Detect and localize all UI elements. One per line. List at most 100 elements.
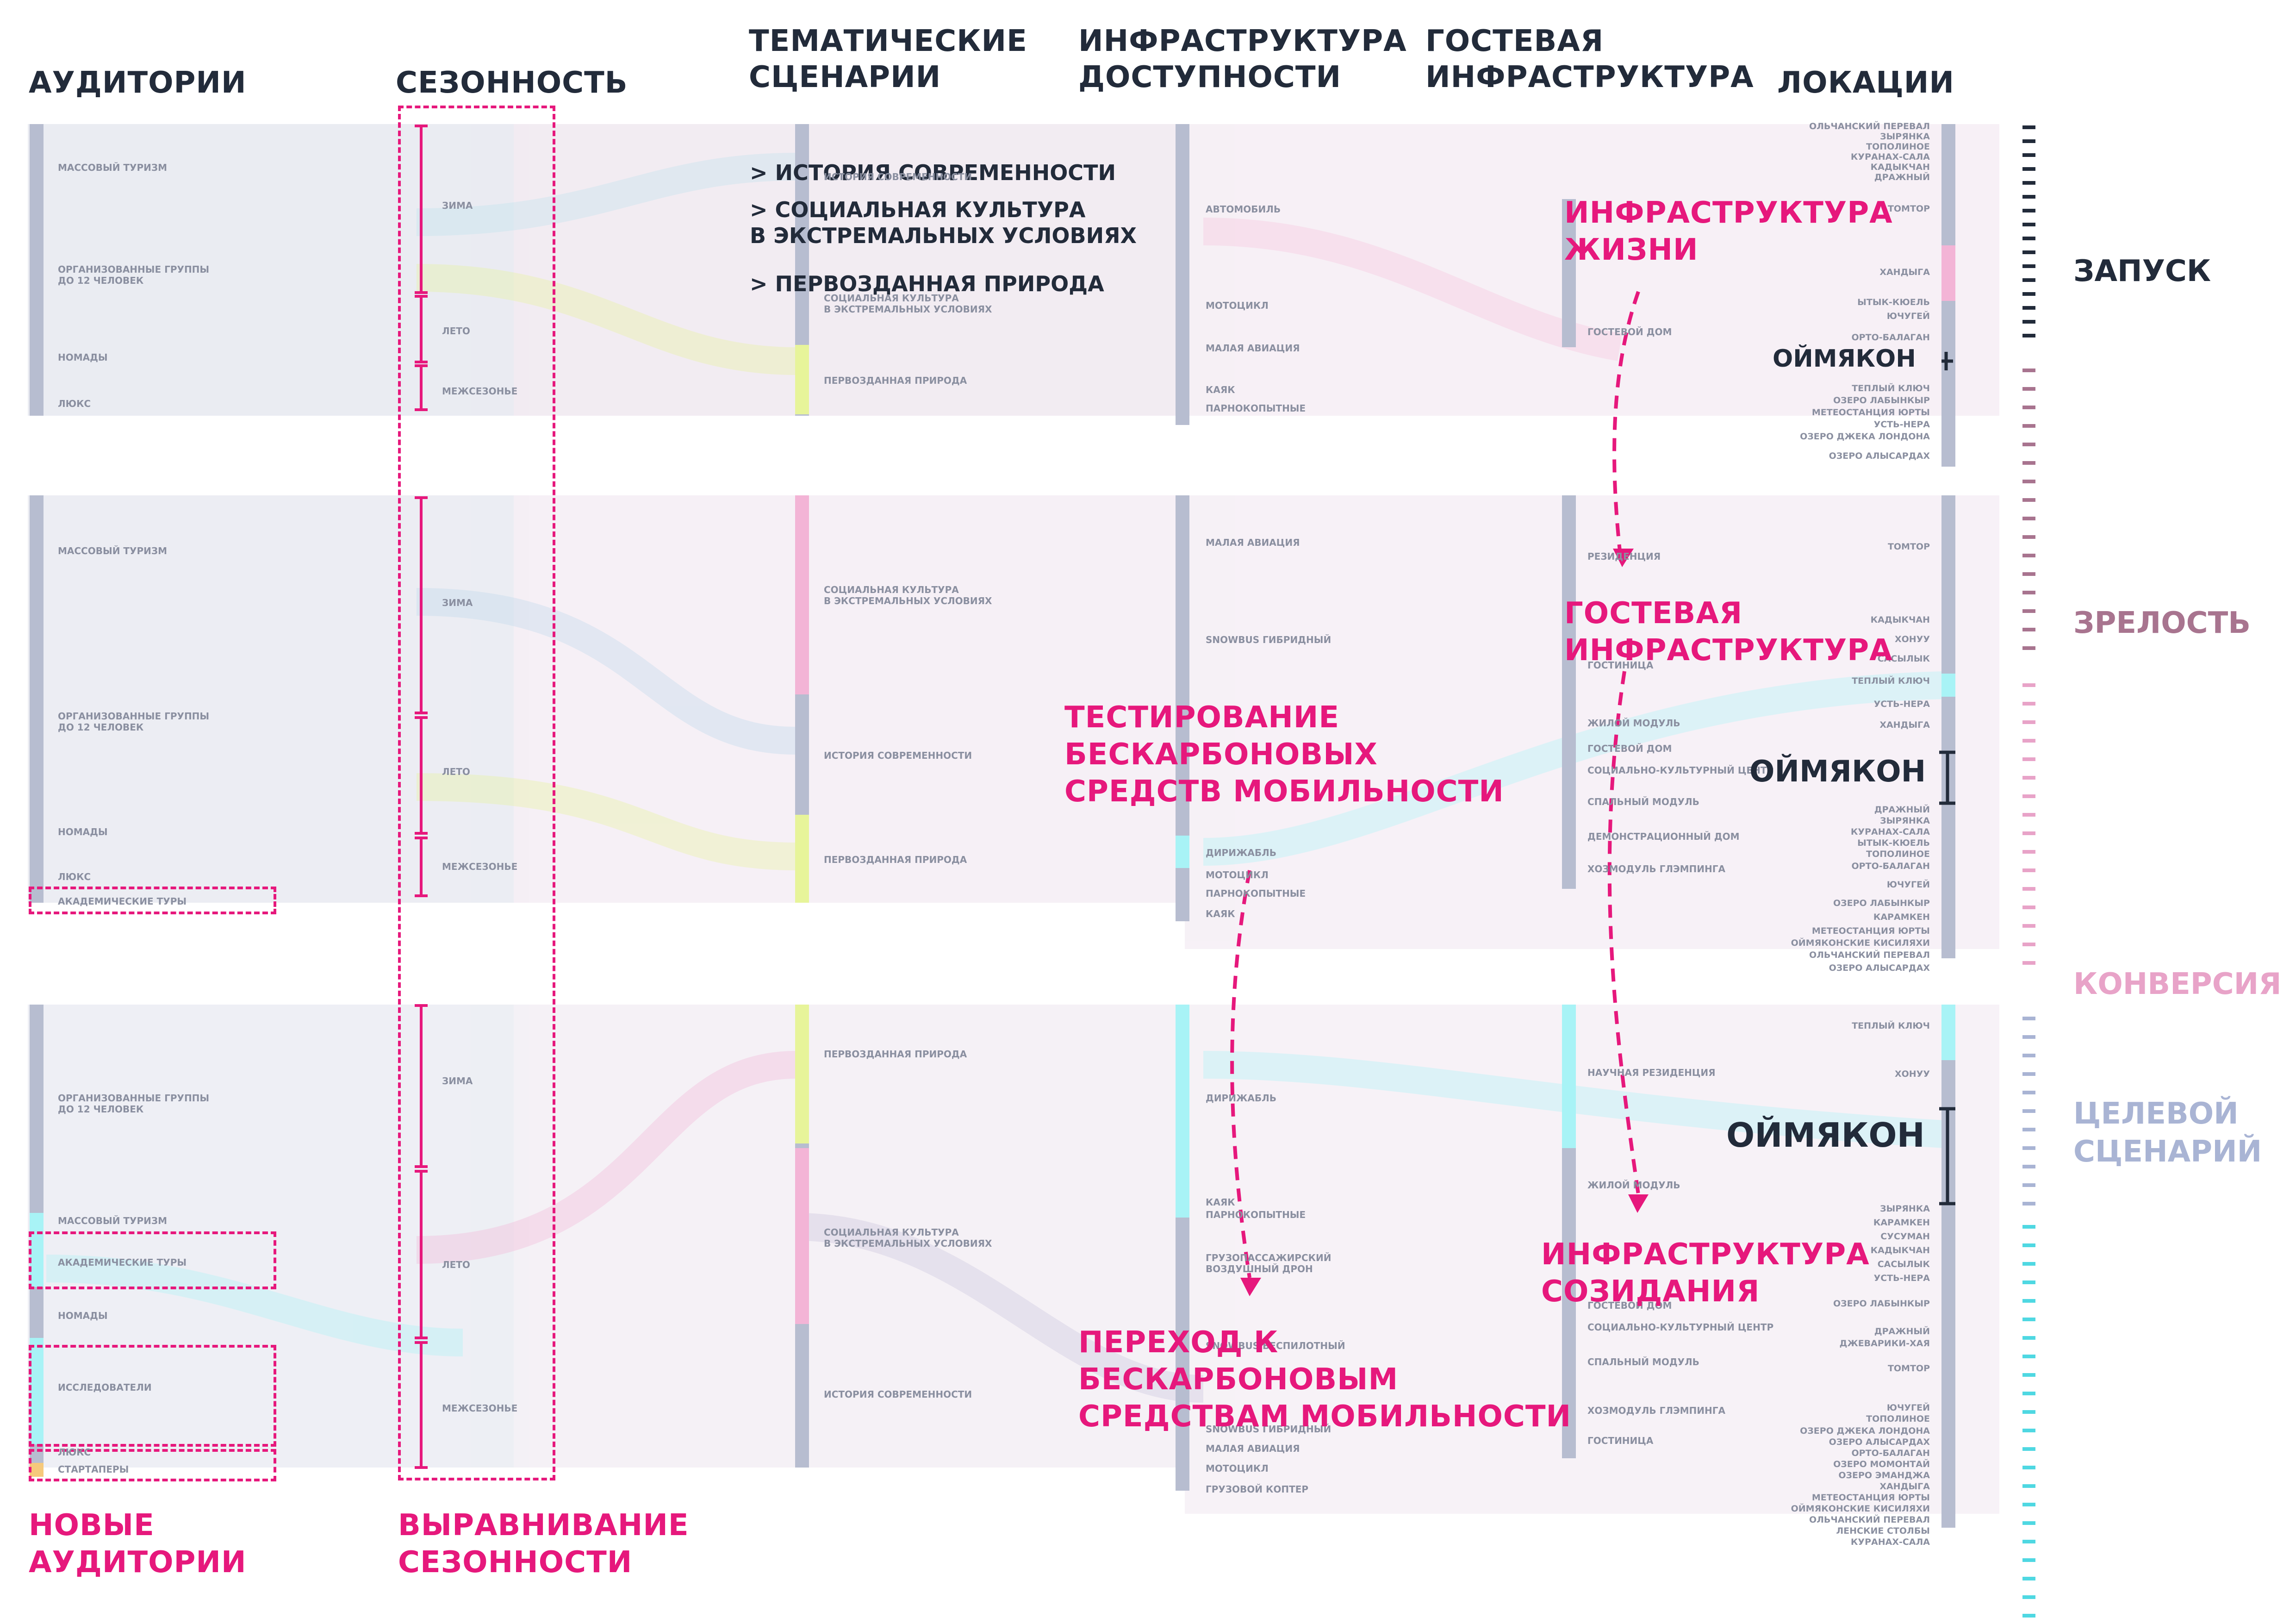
location-label: МЕТЕОСТАНЦИЯ ЮРТЫ bbox=[1811, 926, 1930, 936]
callout-guest-infrastructure: ГОСТЕВАЯ ИНФРАСТРУКТУРА bbox=[1564, 596, 1893, 668]
location-label: ТЕПЛЫЙ КЛЮЧ bbox=[1852, 676, 1930, 686]
location-label: ХОНУУ bbox=[1895, 1069, 1930, 1079]
location-label: ОЗЕРО АЛЫСАРДАХ bbox=[1829, 1437, 1930, 1447]
p2-access-airship: ДИРИЖАБЛЬ bbox=[1206, 847, 1277, 858]
p3-access-kayak: КАЯК bbox=[1206, 1197, 1235, 1208]
p2-access-ungulates: ПАРНОКОПЫТНЫЕ bbox=[1206, 888, 1306, 899]
researchers-highlight-box bbox=[29, 1345, 276, 1447]
p3-season-summer: ЛЕТО bbox=[442, 1259, 470, 1270]
p2-audience-mass: МАССОВЫЙ ТУРИЗМ bbox=[58, 545, 167, 556]
p2-guest-living-module: ЖИЛОЙ МОДУЛЬ bbox=[1587, 718, 1680, 729]
p3-audience-groups: ОРГАНИЗОВАННЫЕ ГРУППЫ ДО 12 ЧЕЛОВЕК bbox=[58, 1093, 210, 1115]
p1-locations: ОЛЬЧАНСКИЙ ПЕРЕВАЛ ЗЫРЯНКА ТОПОЛИНОЕ КУР… bbox=[1712, 121, 1930, 473]
location-label: ХАНДЫГА bbox=[1879, 720, 1930, 730]
location-label: САСЫЛЫК bbox=[1877, 1259, 1930, 1269]
location-label: ЮЧУГЕЙ bbox=[1886, 311, 1930, 321]
p2-scenario-history: ИСТОРИЯ СОВРЕМЕННОСТИ bbox=[824, 750, 972, 761]
academic-highlight-box-p2 bbox=[29, 887, 276, 914]
location-label: ОЗЕРО ЛАБЫНКЫР bbox=[1833, 898, 1930, 908]
oymyakon-label-p3: ОЙМЯКОН bbox=[1726, 1116, 1925, 1155]
oymyakon-label-p2: ОЙМЯКОН bbox=[1749, 755, 1926, 789]
location-label: САСЫЛЫК bbox=[1877, 654, 1930, 664]
p1-audience-lux: ЛЮКС bbox=[58, 398, 91, 409]
p2-guest-hotel: ГОСТИНИЦА bbox=[1587, 660, 1654, 671]
location-label: ОЛЬЧАНСКИЙ ПЕРЕВАЛ bbox=[1809, 121, 1930, 131]
location-label: ЗЫРЯНКА bbox=[1880, 1204, 1930, 1214]
location-label: ЮЧУГЕЙ bbox=[1886, 880, 1930, 890]
startups-highlight-box bbox=[29, 1449, 276, 1481]
p3-access-snowbus-hybrid: SNOWBUS ГИБРИДНЫЙ bbox=[1206, 1424, 1332, 1435]
p2-access-kayak: КАЯК bbox=[1206, 908, 1235, 919]
p3-access-cargo-copter: ГРУЗОВОЙ КОПТЕР bbox=[1206, 1484, 1309, 1495]
location-label: УСТЬ-НЕРА bbox=[1873, 1273, 1930, 1283]
location-label: КУРАНАХ-САЛА bbox=[1850, 827, 1930, 837]
location-label: ТОПОЛИНОЕ bbox=[1866, 142, 1930, 152]
header-access-infrastructure: ИНФРАСТРУКТУРА ДОСТУПНОСТИ bbox=[1078, 24, 1407, 94]
p3-season-winter: ЗИМА bbox=[442, 1075, 473, 1087]
p2-guest-demo-house: ДЕМОНСТРАЦИОННЫЙ ДОМ bbox=[1587, 831, 1740, 842]
p1-audience-mass: МАССОВЫЙ ТУРИЗМ bbox=[58, 162, 167, 173]
header-scenarios: ТЕМАТИЧЕСКИЕ СЦЕНАРИИ bbox=[749, 24, 1027, 94]
location-label: ОЗЕРО МОМОНТАЙ bbox=[1833, 1459, 1930, 1469]
p2-guest-house: ГОСТЕВОЙ ДОМ bbox=[1587, 743, 1672, 754]
location-label: ОЙМЯКОНСКИЕ КИСИЛЯХИ bbox=[1791, 1504, 1930, 1514]
p1-scenario-nature: ПЕРВОЗДАННАЯ ПРИРОДА bbox=[824, 375, 967, 386]
location-label: ТОМТОР bbox=[1887, 1363, 1930, 1374]
p2-access-motorcycle: МОТОЦИКЛ bbox=[1206, 869, 1269, 881]
p1-access-kayak: КАЯК bbox=[1206, 384, 1235, 395]
p3-access-snowbus-unmanned: SNOWBUS БЕСПИЛОТНЫЙ bbox=[1206, 1340, 1345, 1351]
location-label: КУРАНАХ-САЛА bbox=[1850, 152, 1930, 162]
stage-conversion: КОНВЕРСИЯ bbox=[2073, 967, 2282, 1001]
p3-locations: ТЕПЛЫЙ КЛЮЧ ХОНУУ ЗЫРЯНКА КАРАМКЕН СУСУМ… bbox=[1712, 1021, 1930, 1586]
location-label: ХАНДЫГА bbox=[1879, 267, 1930, 277]
location-label: ОЗЕРО АЛЫСАРДАХ bbox=[1829, 963, 1930, 973]
location-label: ЫТЫК-КЮЕЛЬ bbox=[1857, 297, 1930, 307]
location-label: ОРТО-БАЛАГАН bbox=[1851, 861, 1930, 871]
p3-guest-glamping: ХОЗМОДУЛЬ ГЛЭМПИНГА bbox=[1587, 1405, 1725, 1416]
header-locations: ЛОКАЦИИ bbox=[1777, 66, 1954, 100]
p1-access-motorcycle: МОТОЦИКЛ bbox=[1206, 300, 1269, 311]
callout-life-infrastructure: ИНФРАСТРУКТУРА ЖИЗНИ bbox=[1564, 196, 1893, 267]
p3-guest-sleeping-module: СПАЛЬНЫЙ МОДУЛЬ bbox=[1587, 1356, 1699, 1368]
scenario-item-social: > СОЦИАЛЬНАЯ КУЛЬТУРА В ЭКСТРЕМАЛЬНЫХ УС… bbox=[750, 197, 1137, 248]
p3-access-airship: ДИРИЖАБЛЬ bbox=[1206, 1093, 1277, 1104]
location-label: КАРАМКЕН bbox=[1873, 1218, 1930, 1228]
header-audiences: АУДИТОРИИ bbox=[29, 66, 247, 100]
p2-audience-nomads: НОМАДЫ bbox=[58, 826, 108, 837]
p2-scenario-nature: ПЕРВОЗДАННАЯ ПРИРОДА bbox=[824, 854, 967, 865]
p2-guest-residence: РЕЗИДЕНЦИЯ bbox=[1587, 551, 1661, 562]
p1-access-car: АВТОМОБИЛЬ bbox=[1206, 204, 1281, 215]
location-label: ОРТО-БАЛАГАН bbox=[1851, 332, 1930, 343]
header-guest-infrastructure: ГОСТЕВАЯ ИНФРАСТРУКТУРА bbox=[1425, 24, 1754, 94]
p2-guest-sleeping-module: СПАЛЬНЫЙ МОДУЛЬ bbox=[1587, 796, 1699, 807]
stage-target-scenario: ЦЕЛЕВОЙ СЦЕНАРИЙ bbox=[2073, 1097, 2262, 1169]
location-label: ОЗЕРО ЛАБЫНКЫР bbox=[1833, 1299, 1930, 1309]
location-label: ОЗЕРО ДЖЕКА ЛОНДОНА bbox=[1800, 1426, 1930, 1436]
p3-scenario-history: ИСТОРИЯ СОВРЕМЕННОСТИ bbox=[824, 1389, 972, 1400]
location-label: ОЛЬЧАНСКИЙ ПЕРЕВАЛ bbox=[1809, 1515, 1930, 1525]
p1-access-ungulates: ПАРНОКОПЫТНЫЕ bbox=[1206, 403, 1306, 414]
p3-access-aviation: МАЛАЯ АВИАЦИЯ bbox=[1206, 1443, 1300, 1454]
p2-scenario-social: СОЦИАЛЬНАЯ КУЛЬТУРА В ЭКСТРЕМАЛЬНЫХ УСЛО… bbox=[824, 584, 992, 606]
p3-audience-startups: СТАРТАПЕРЫ bbox=[58, 1464, 129, 1475]
location-label: МЕТЕОСТАНЦИЯ ЮРТЫ bbox=[1811, 1493, 1930, 1503]
p1-access-aviation: МАЛАЯ АВИАЦИЯ bbox=[1206, 343, 1300, 354]
location-label: ДРАЖНЫЙ bbox=[1874, 805, 1930, 815]
location-label: ОЙМЯКОНСКИЕ КИСИЛЯХИ bbox=[1791, 938, 1930, 948]
p2-guest-glamping: ХОЗМОДУЛЬ ГЛЭМПИНГА bbox=[1587, 863, 1725, 874]
p3-scenario-nature: ПЕРВОЗДАННАЯ ПРИРОДА bbox=[824, 1049, 967, 1060]
p3-guest-living-module: ЖИЛОЙ МОДУЛЬ bbox=[1587, 1180, 1680, 1191]
scenario-item-history: > ИСТОРИЯ СОВРЕМЕННОСТИ bbox=[750, 160, 1116, 185]
seasonality-highlight-box bbox=[398, 106, 555, 1480]
callout-season-alignment: ВЫРАВНИВАНИЕ СЕЗОННОСТИ bbox=[398, 1508, 689, 1580]
location-label: ЮЧУГЕЙ bbox=[1886, 1403, 1930, 1413]
p2-locations: ТОМТОР КАДЫКЧАН ХОНУУ САСЫЛЫК ТЕПЛЫЙ КЛЮ… bbox=[1712, 542, 1930, 986]
oymyakon-label-p1: ОЙМЯКОН bbox=[1773, 345, 1916, 373]
p3-audience-nomads: НОМАДЫ bbox=[58, 1310, 108, 1321]
p2-season-offseason: МЕЖСЕЗОНЬЕ bbox=[442, 861, 518, 872]
p1-scenario-social: СОЦИАЛЬНАЯ КУЛЬТУРА В ЭКСТРЕМАЛЬНЫХ УСЛО… bbox=[824, 293, 992, 315]
location-label: ХАНДЫГА bbox=[1879, 1481, 1930, 1492]
p3-audience-academic: АКАДЕМИЧЕСКИЕ ТУРЫ bbox=[58, 1257, 187, 1268]
callout-creation-infrastructure: ИНФРАСТРУКТУРА СОЗИДАНИЯ bbox=[1541, 1237, 1870, 1309]
